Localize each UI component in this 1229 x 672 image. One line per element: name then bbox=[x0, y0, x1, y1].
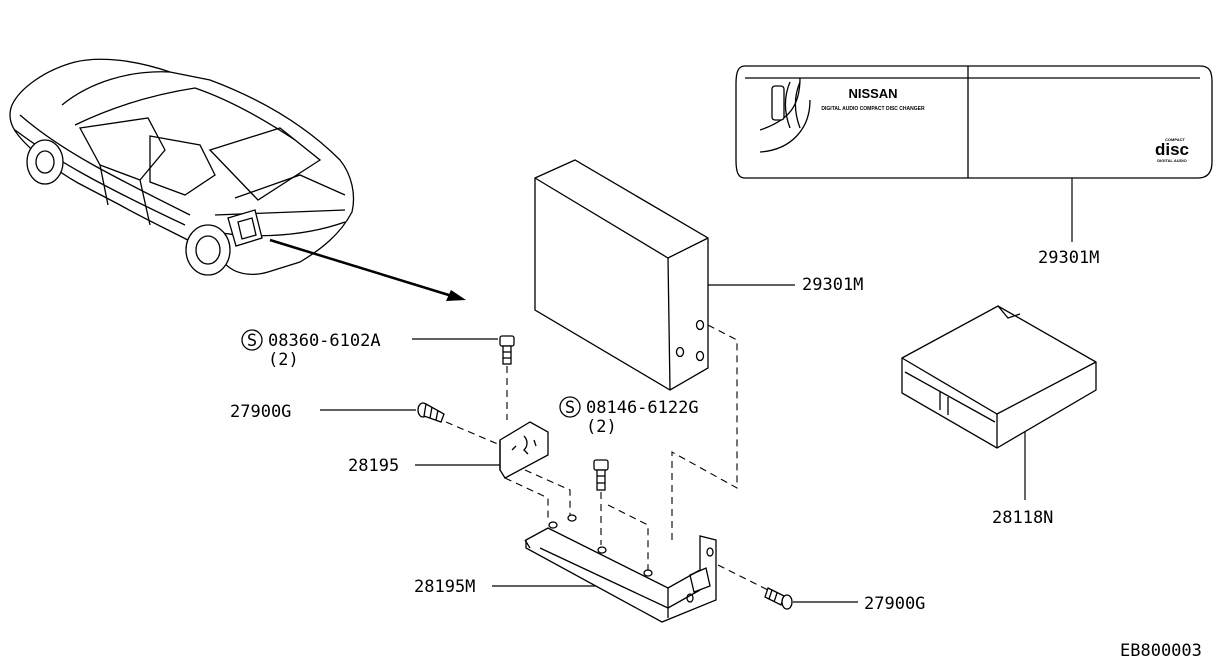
screw-27900g-left bbox=[417, 402, 501, 446]
standard-mark-2: S bbox=[565, 398, 575, 418]
screw-27900g-right bbox=[717, 564, 793, 610]
disc-logo: disc bbox=[1155, 140, 1189, 159]
standard-mark-icon bbox=[241, 329, 263, 351]
label-08146: 08146-6122G bbox=[586, 398, 699, 418]
location-arrow bbox=[269, 238, 466, 301]
changer-subtitle: DIGITAL AUDIO COMPACT DISC CHANGER bbox=[821, 106, 925, 112]
disc-logo-bottom: DIGITAL AUDIO bbox=[1157, 158, 1186, 163]
changer-unit-box bbox=[534, 159, 738, 540]
bracket-28195m bbox=[524, 514, 717, 623]
label-27900g-right: 27900G bbox=[864, 594, 925, 614]
disc-logo-top: COMPACT bbox=[1165, 137, 1185, 142]
car-illustration bbox=[9, 58, 355, 276]
cd-changer-29301m: NISSAN DIGITAL AUDIO COMPACT DISC CHANGE… bbox=[735, 65, 1213, 179]
label-08146-qty: (2) bbox=[586, 417, 617, 437]
label-27900g-left: 27900G bbox=[230, 402, 291, 422]
label-29301m-changer: 29301M bbox=[1038, 248, 1099, 268]
bolt-08146 bbox=[593, 459, 649, 570]
label-28195: 28195 bbox=[348, 456, 399, 476]
label-28195m: 28195M bbox=[414, 577, 475, 597]
standard-mark-icon-2 bbox=[559, 396, 581, 418]
bracket-28195 bbox=[499, 421, 571, 520]
box-28118n bbox=[901, 305, 1097, 449]
diagram-code: EB800003 bbox=[1120, 641, 1202, 661]
label-08360: 08360-6102A bbox=[268, 331, 381, 351]
label-28118n: 28118N bbox=[992, 508, 1053, 528]
changer-brand: NISSAN bbox=[848, 86, 897, 101]
label-08360-qty: (2) bbox=[268, 350, 299, 370]
bolt-08360 bbox=[499, 335, 515, 420]
standard-mark-1: S bbox=[247, 331, 257, 351]
label-29301m-unit: 29301M bbox=[802, 275, 863, 295]
